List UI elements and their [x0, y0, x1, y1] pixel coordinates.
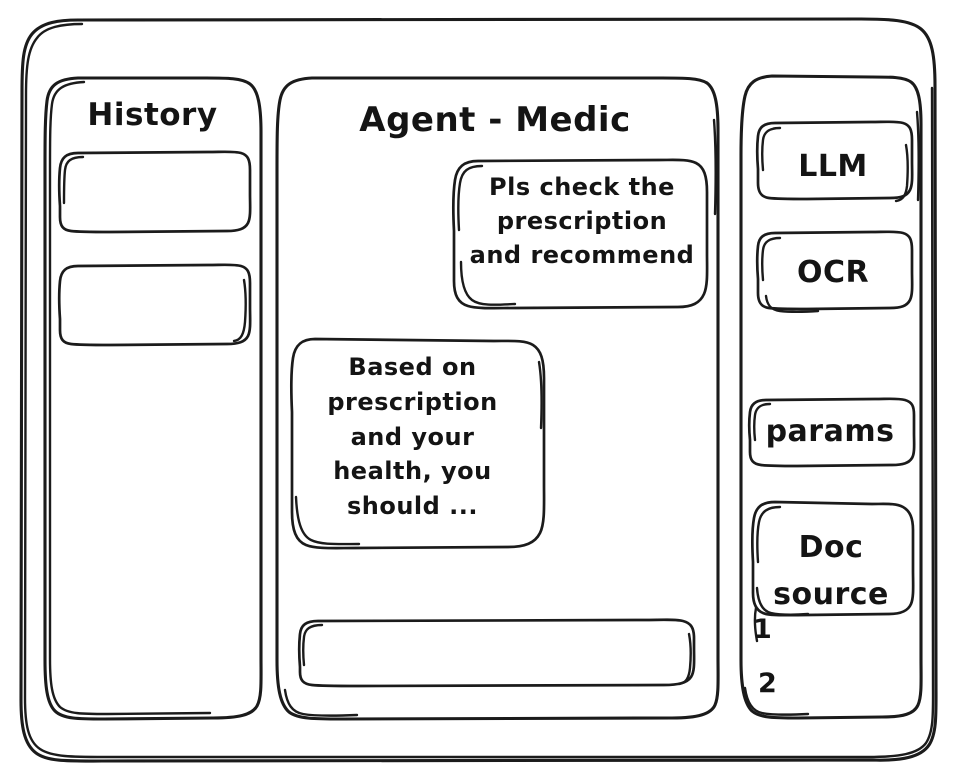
- user-message-bubble: [454, 160, 707, 308]
- history-card-2[interactable]: [60, 265, 250, 345]
- user-message-outline: [451, 158, 709, 310]
- tool-doc-source-outline: [750, 500, 915, 617]
- tool-params-button[interactable]: [750, 399, 914, 466]
- assistant-message-text: Based on prescription and your health, y…: [327, 353, 498, 521]
- composer-input-outline: [297, 618, 696, 688]
- history-panel-outline: [43, 76, 263, 721]
- doc-reference-2[interactable]: 2: [758, 668, 777, 699]
- tools-panel-outline: [739, 74, 923, 720]
- main-panel-outline: [275, 76, 720, 721]
- doc-source-leader-line: [753, 606, 759, 643]
- window-frame-outline: [19, 17, 938, 763]
- tool-ocr-button[interactable]: [758, 232, 912, 309]
- page-title: Agent - Medic: [359, 100, 631, 140]
- tool-params-label[interactable]: params: [765, 414, 895, 449]
- tool-llm-outline: [755, 120, 914, 203]
- tool-doc-source-label[interactable]: Doc source: [773, 530, 889, 612]
- history-card-2-outline: [57, 263, 252, 347]
- tool-params-outline: [747, 397, 916, 468]
- history-panel-title: History: [87, 97, 218, 133]
- tool-doc-source-button[interactable]: [753, 502, 913, 615]
- tool-ocr-label[interactable]: OCR: [796, 255, 870, 290]
- history-card-1[interactable]: [60, 152, 250, 232]
- doc-reference-1[interactable]: 1: [753, 614, 772, 645]
- user-message-text: Pls check the prescription and recommend: [469, 173, 695, 270]
- history-card-1-outline: [57, 150, 252, 234]
- assistant-message-bubble: [292, 339, 544, 548]
- tool-llm-label[interactable]: LLM: [798, 149, 868, 184]
- composer-input[interactable]: [300, 620, 694, 686]
- tool-ocr-outline: [755, 230, 914, 313]
- assistant-message-outline: [289, 337, 546, 550]
- tool-llm-button[interactable]: [758, 122, 912, 199]
